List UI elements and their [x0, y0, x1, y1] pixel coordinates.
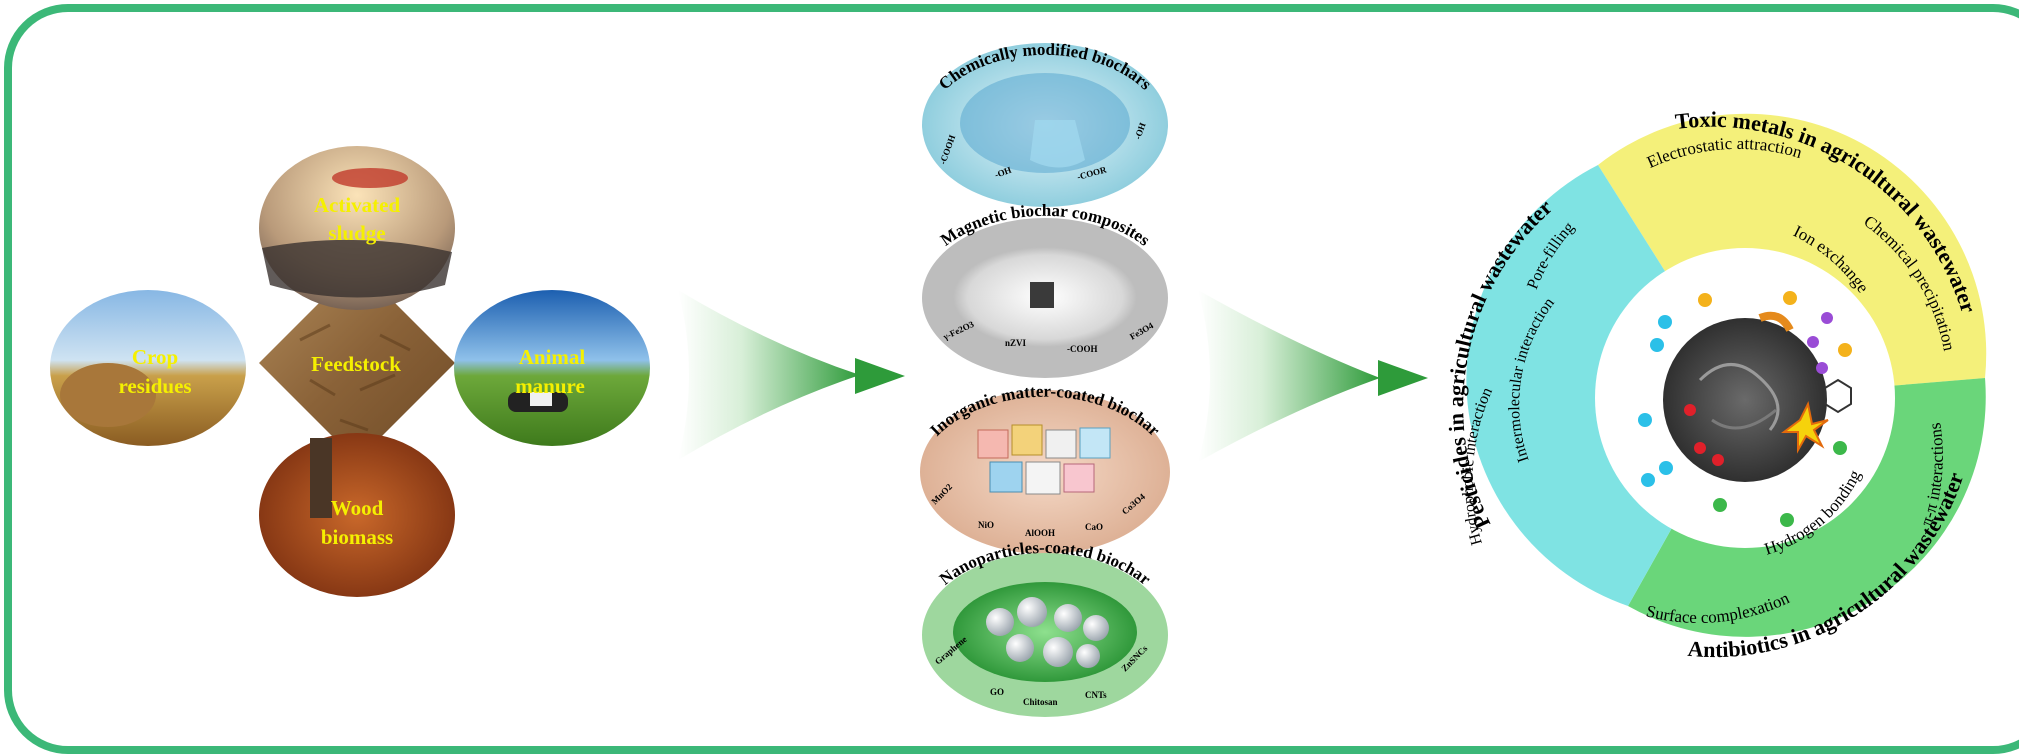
hexagon-ring-icon — [1824, 378, 1852, 414]
nano-item-2: GO — [990, 687, 1004, 697]
arrow-2 — [1198, 290, 1428, 462]
sludge-label-1: Activated — [314, 193, 401, 217]
molecule-dots — [1638, 291, 1852, 527]
biochar-core — [1663, 318, 1827, 482]
animal-manure-image — [454, 290, 650, 446]
arrow-head-2 — [1378, 360, 1428, 396]
arrow-1 — [678, 290, 905, 460]
mag-item-2: nZVI — [1005, 338, 1027, 348]
element-tiles — [977, 424, 1111, 495]
crop-label-2: residues — [118, 374, 191, 398]
nano-item-4: CNTs — [1085, 690, 1107, 700]
nano-biochar-image — [953, 582, 1137, 682]
feedstock-label: Feedstock — [311, 352, 401, 376]
arrow-head-1 — [855, 358, 905, 394]
reaction-star-icon — [1781, 400, 1829, 454]
manure-label-2: manure — [515, 374, 585, 398]
wood-biomass-image — [259, 433, 455, 597]
wood-label-1: Wood — [331, 496, 384, 520]
mechanism-wheel: Toxic metals in agricultural wastewater … — [1443, 107, 2019, 673]
manure-label-1: Animal — [519, 345, 586, 369]
nanoparticles — [986, 597, 1109, 668]
crop-label-1: Crop — [132, 345, 178, 369]
inorg-item-4: CaO — [1085, 522, 1103, 532]
nano-item-3: Chitosan — [1023, 697, 1058, 707]
feedstock-group: Activated sludge Crop residues Feedstock… — [50, 146, 650, 597]
wood-label-2: biomass — [321, 525, 393, 549]
feedstock-pellets — [259, 265, 455, 461]
inorg-item-2: NiO — [978, 520, 994, 530]
sludge-label-2: sludge — [328, 221, 385, 245]
biochar-column: Chemically modified biochars -COOH -OH -… — [920, 40, 1170, 717]
magnet-block — [1030, 282, 1054, 308]
mag-item-3: -COOH — [1067, 344, 1098, 354]
inorg-item-3: AlOOH — [1025, 528, 1055, 538]
outer-frame — [4, 4, 2019, 754]
